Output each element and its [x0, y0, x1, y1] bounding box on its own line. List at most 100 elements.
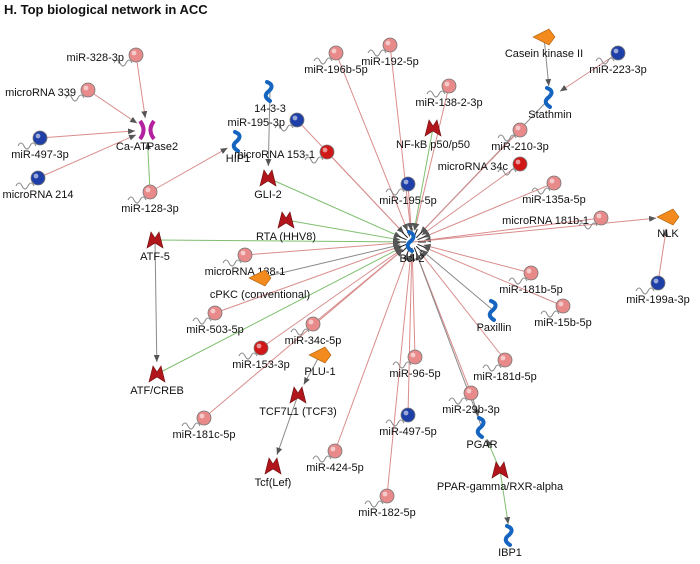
node-mir339[interactable]: microRNA 339: [5, 82, 96, 102]
node-mir181c5p[interactable]: miR-181c-5p: [173, 410, 236, 441]
node-mir1953p[interactable]: miR-195-3p: [228, 112, 305, 132]
node-label: HIP1: [226, 153, 250, 165]
mirna-pink-icon: [127, 184, 158, 204]
node-mir1283p[interactable]: miR-128-3p: [121, 184, 179, 215]
tf-icon: [491, 461, 509, 479]
node-rta[interactable]: RTA (HHV8): [256, 211, 316, 243]
node-mir214[interactable]: microRNA 214: [3, 170, 74, 201]
edge-mir1533p-to-bcl2: [260, 248, 403, 349]
node-layer: Bcl-2 miR-328-3p microRNA 339 miR-497-3p mic…: [3, 28, 690, 559]
edge-mir181c5p-to-bcl2: [203, 249, 404, 419]
node-tcflef[interactable]: Tcf(Lef): [255, 457, 292, 489]
node-mir965p[interactable]: miR-96-5p: [389, 349, 441, 380]
mirna-red-icon: [497, 156, 528, 176]
node-mir4245p[interactable]: miR-424-5p: [306, 443, 364, 474]
node-mir2233p[interactable]: miR-223-3p: [589, 45, 647, 76]
node-paxillin[interactable]: Paxillin: [477, 299, 512, 334]
node-mir135a5p[interactable]: miR-135a-5p: [522, 175, 586, 206]
node-label: PPAR-gamma/RXR-alpha: [437, 481, 564, 493]
node-label: microRNA 34c: [438, 161, 509, 173]
node-label: Stathmin: [528, 109, 571, 121]
node-label: miR-181d-5p: [473, 371, 537, 383]
node-p1433[interactable]: 14-3-3: [254, 80, 286, 115]
protein-icon: [475, 416, 486, 439]
mirna-pink-icon: [367, 37, 398, 57]
node-mir34c[interactable]: microRNA 34c: [438, 156, 528, 176]
node-mir4975p[interactable]: miR-497-5p: [379, 407, 437, 438]
edge-atfcreb-to-bcl2: [156, 247, 402, 375]
node-mir29b3p[interactable]: miR-29b-3p: [442, 385, 500, 416]
node-mir196b5p[interactable]: miR-196b-5p: [304, 45, 368, 76]
node-label: ATF/CREB: [130, 385, 184, 397]
edge-mir1283p-to-hip1: [149, 147, 228, 193]
edge-mir965p-to-bcl2: [409, 253, 416, 358]
mirna-pink-icon: [222, 247, 253, 267]
node-mir1825p[interactable]: miR-182-5p: [358, 488, 416, 519]
mirna-blue-icon: [595, 45, 626, 65]
node-label: microRNA 153-1: [234, 149, 315, 161]
node-label: Casein kinase II: [505, 48, 583, 60]
node-mir15b5p[interactable]: miR-15b-5p: [534, 298, 592, 329]
node-mir1925p[interactable]: miR-192-5p: [361, 37, 419, 68]
node-ppar[interactable]: PPAR-gamma/RXR-alpha: [437, 461, 564, 493]
node-label: 14-3-3: [254, 103, 286, 115]
node-pgar[interactable]: PGAR: [466, 416, 498, 451]
node-label: cPKC (conventional): [210, 289, 310, 301]
mirna-pink-icon: [364, 488, 395, 508]
node-mir199a3p[interactable]: miR-199a-3p: [626, 275, 690, 306]
node-label: miR-328-3p: [67, 52, 124, 64]
node-atfcreb[interactable]: ATF/CREB: [130, 365, 184, 397]
node-label: GLI-2: [254, 189, 282, 201]
edge-tcf7l1-to-tcflef: [276, 394, 299, 455]
edge-mir2103p-to-bcl2: [419, 129, 521, 234]
node-mir34c5p[interactable]: miR-34c-5p: [285, 316, 342, 347]
node-hip1[interactable]: HIP1: [226, 130, 250, 165]
node-mir1531[interactable]: microRNA 153-1: [234, 144, 335, 164]
node-bcl2[interactable]: Bcl-2: [398, 228, 426, 265]
node-label: IBP1: [498, 547, 522, 559]
node-label: TCF7L1 (TCF3): [259, 406, 337, 418]
node-mir1533p[interactable]: miR-153-3p: [232, 340, 290, 371]
node-plu1[interactable]: PLU-1: [304, 346, 336, 378]
node-label: miR-34c-5p: [285, 335, 342, 347]
node-mir4973p[interactable]: miR-497-3p: [11, 130, 69, 161]
node-atf5[interactable]: ATF-5: [140, 231, 170, 263]
mirna-blue-icon: [15, 170, 46, 190]
node-caatpase2[interactable]: Ca-ATPase2: [116, 119, 178, 153]
mirna-pink-icon: [540, 298, 571, 318]
node-label: miR-223-3p: [589, 64, 646, 76]
edge-mir181b1-to-bcl2: [423, 217, 602, 243]
node-nlk[interactable]: NLK: [656, 208, 680, 240]
edge-mir1825p-to-bcl2: [386, 253, 414, 497]
node-ibp1[interactable]: IBP1: [498, 524, 522, 559]
node-gli2[interactable]: GLI-2: [254, 169, 282, 201]
edge-plu1-to-tcf7l1: [303, 354, 321, 385]
node-mir181b1[interactable]: microRNA 181b-1: [502, 210, 609, 230]
edge-paxillin-to-bcl2: [420, 249, 495, 312]
edge-pgar-to-bcl2: [415, 253, 483, 429]
hub-icon: [398, 228, 426, 256]
edge-mir1955p-to-bcl2: [407, 183, 414, 231]
node-cpkc[interactable]: cPKC (conventional): [210, 269, 310, 301]
node-mir3283p[interactable]: miR-328-3p: [67, 47, 144, 67]
edge-cpkc-to-bcl2: [259, 243, 401, 279]
mirna-blue-icon: [274, 112, 305, 132]
node-mir2103p[interactable]: miR-210-3p: [491, 122, 549, 153]
node-casein[interactable]: Casein kinase II: [505, 28, 583, 60]
node-nfkb[interactable]: NF-kB p50/p50: [396, 119, 470, 151]
node-tcf7l1[interactable]: TCF7L1 (TCF3): [259, 386, 337, 418]
edge-mir214-to-caatpase2: [37, 134, 137, 179]
node-mir1955p[interactable]: miR-195-5p: [379, 176, 437, 207]
edge-mir2233p-to-stathmin: [559, 52, 619, 92]
edge-mir1925p-to-bcl2: [389, 44, 413, 231]
node-mir181b5p[interactable]: miR-181b-5p: [499, 265, 563, 296]
node-stathmin[interactable]: Stathmin: [528, 86, 572, 121]
node-mir13823p[interactable]: miR-138-2-3p: [415, 78, 483, 109]
edge-nfkb-to-bcl2: [412, 127, 434, 231]
figure-title: H. Top biological network in ACC: [4, 2, 208, 17]
tf-icon: [146, 231, 164, 249]
edge-mir135a5p-to-bcl2: [422, 182, 555, 238]
edge-mir4973p-to-caatpase2: [39, 128, 136, 139]
node-mir181d5p[interactable]: miR-181d-5p: [473, 352, 537, 383]
node-mir5035p[interactable]: miR-503-5p: [186, 305, 244, 336]
